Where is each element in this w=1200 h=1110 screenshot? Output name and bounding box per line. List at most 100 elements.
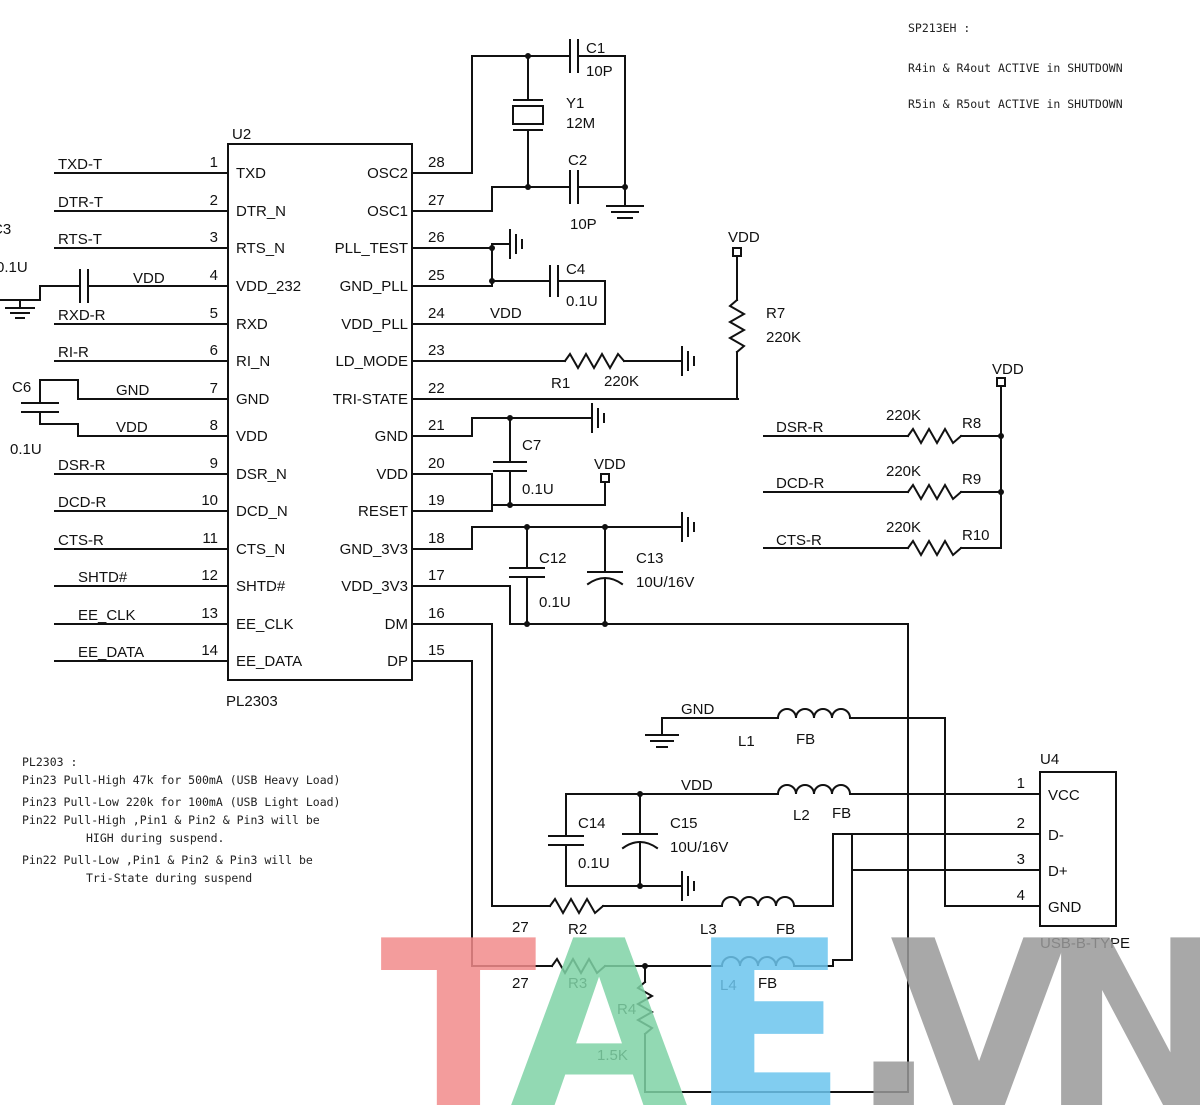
c15-ref: C15 [670,815,698,832]
u2-net-label: DCD-R [58,494,106,511]
r7-value: 220K [766,329,801,346]
pin4-vdd-label: VDD [133,270,165,287]
u2-pin-number: 24 [428,305,445,322]
r4-value: 1.5K [597,1047,628,1064]
u2-pin-number: 16 [428,605,445,622]
u2-pin-name: LD_MODE [335,353,408,370]
u2-net-label: CTS-R [58,532,104,549]
u2-pin-name: VDD [376,466,408,483]
u2-net-label: RI-R [58,344,89,361]
c15-value: 10U/16V [670,839,728,856]
pl-note-line6: Tri-State during suspend [86,871,252,885]
u2-right-pin-lines [411,172,739,662]
c3-value: 0.1U [0,259,28,276]
u2-pin-name: EE_CLK [236,616,294,633]
u2-pin-name: OSC2 [367,165,408,182]
c3-capacitor [0,269,93,319]
c1-value: 10P [586,63,613,80]
u2-net-label: SHTD# [78,569,128,586]
u4-pin-number: 1 [1017,775,1025,792]
c12-c13-network [471,512,909,1093]
sp-note-title: SP213EH : [908,21,970,35]
u2-pin-number: 10 [201,492,218,509]
u2-left-pin-lines [54,172,229,662]
u2-net-label: RXD-R [58,307,106,324]
u4-pin-name: D+ [1048,863,1068,880]
l1-value: FB [796,731,815,748]
u2-net-label: TXD-T [58,156,102,173]
u2-part: PL2303 [226,693,278,710]
dcd-r-net: DCD-R [776,475,824,492]
cts-r-net: CTS-R [776,532,822,549]
u2-pin-number: 26 [428,229,445,246]
c1-ref: C1 [586,40,605,57]
u2-pin-name: GND [236,391,270,408]
dsr-r-net: DSR-R [776,419,824,436]
pin7-gnd-label: GND [116,382,150,399]
u2-pin-name: RXD [236,316,268,333]
pl-note-line5: Pin22 Pull-Low ,Pin1 & Pin2 & Pin3 will … [22,853,313,867]
u2-ref: U2 [232,126,251,143]
u2-pin-number: 22 [428,380,445,397]
u2-pin-number: 28 [428,154,445,171]
u2-pin-name: EE_DATA [236,653,302,670]
u2-pin-name: DCD_N [236,503,288,520]
u2-pin-number: 4 [210,267,218,284]
u2-pin-name: RI_N [236,353,270,370]
u2-pin-name: CTS_N [236,541,285,558]
u2-pin-name: VDD [236,428,268,445]
sp-note-line1: R4in & R4out ACTIVE in SHUTDOWN [908,61,1123,75]
u2-pin-name: DTR_N [236,203,286,220]
u2-pin-name: VDD_232 [236,278,301,295]
watermark-letter: N [1040,893,1200,1110]
crystal-network [471,39,644,219]
l1-gnd-label: GND [681,701,715,718]
c7-network [471,403,610,512]
c12-ref: C12 [539,550,567,567]
c14-value: 0.1U [578,855,610,872]
r2-value: 27 [512,919,529,936]
watermark-letter: V [890,893,1068,1110]
y1-ref: Y1 [566,95,584,112]
c3-ref: C3 [0,221,11,238]
u2-pin-number: 21 [428,417,445,434]
u2-net-label: DTR-T [58,194,103,211]
u2-pin-number: 18 [428,530,445,547]
l3-value: FB [776,921,795,938]
u2-pin-number: 20 [428,455,445,472]
c7-ref: C7 [522,437,541,454]
u2-pin-name: GND [375,428,409,445]
u2-pin-name: VDD_PLL [341,316,408,333]
u2-pin-number: 12 [201,567,218,584]
r4-ref: R4 [617,1001,636,1018]
r10-value: 220K [886,519,921,536]
u2-pin-number: 6 [210,342,218,359]
u4-pin-number: 4 [1017,887,1025,904]
u2-net-label: EE_DATA [78,644,144,661]
r1-ref: R1 [551,375,570,392]
u2-pin-number: 23 [428,342,445,359]
r7-vdd-label: VDD [728,229,760,246]
u2-pin-name: DM [385,616,408,633]
y1-value: 12M [566,115,595,132]
u2-pin-number: 7 [210,380,218,397]
r9-value: 220K [886,463,921,480]
u2-pin-number: 1 [210,154,218,171]
u2-pin-name: VDD_3V3 [341,578,408,595]
c6-capacitor [21,379,79,437]
watermark-letter: A [510,893,688,1110]
c2-ref: C2 [568,152,587,169]
l3-ref: L3 [700,921,717,938]
u2-left-pin-labels: 1TXDTXD-T2DTR_NDTR-T3RTS_NRTS-T4VDD_2325… [58,154,302,670]
r10-ref: R10 [962,527,990,544]
u2-pin-number: 2 [210,192,218,209]
l2-vdd-label: VDD [681,777,713,794]
pullup-vdd-label: VDD [992,361,1024,378]
r1-value: 220K [604,373,639,390]
u2-pin-name: TRI-STATE [333,391,408,408]
u2-pin-number: 17 [428,567,445,584]
r7-ref: R7 [766,305,785,322]
u4-pin-number: 2 [1017,815,1025,832]
